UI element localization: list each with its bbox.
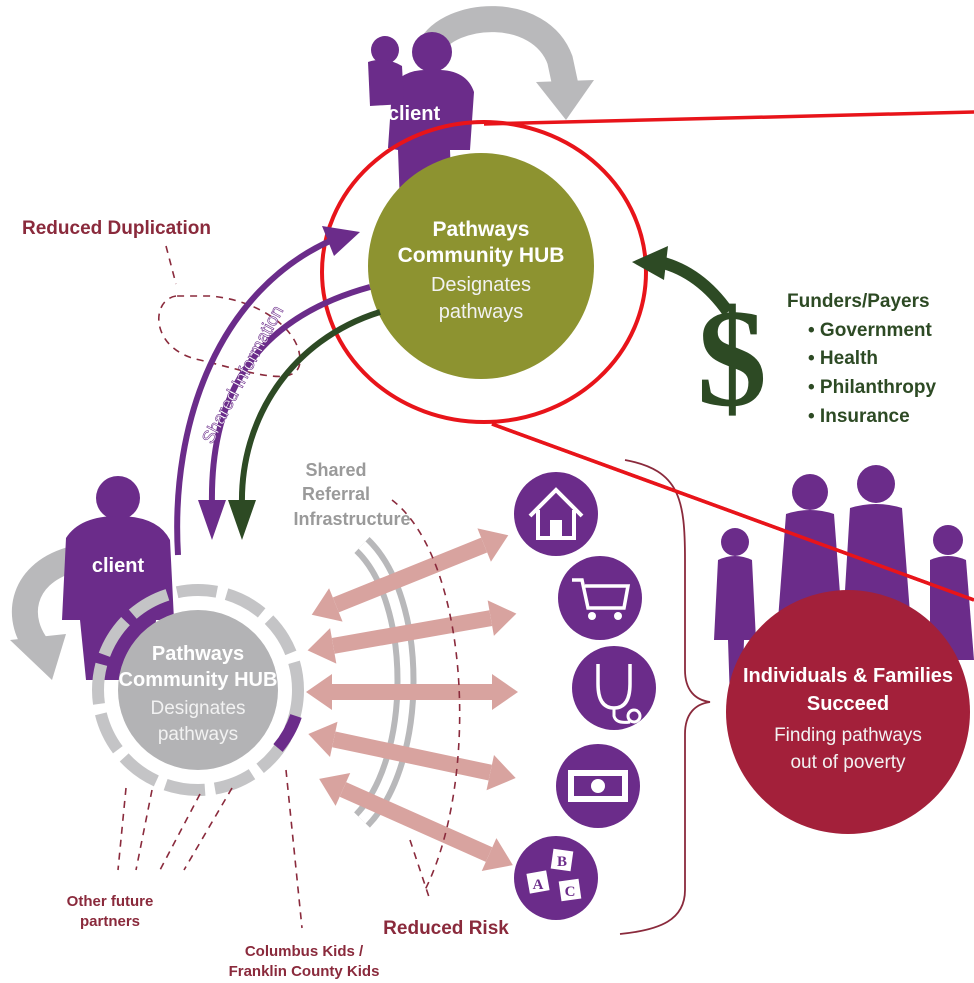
service-education: A B C <box>514 836 598 920</box>
bottom-loop-arrow <box>10 547 75 680</box>
service-house <box>514 472 598 556</box>
bottom-hub-sub-1: Designates <box>150 698 245 719</box>
partner-dashed-lines <box>117 769 431 929</box>
bottom-hub-title-2: Community HUB <box>119 669 278 691</box>
referral-arrows <box>306 528 518 871</box>
dollar-icon: $ <box>697 281 767 436</box>
top-hub-circle <box>368 153 594 379</box>
reduced-duplication-label: Reduced Duplication <box>22 218 211 239</box>
other-partners-label-1: Other future <box>67 893 154 910</box>
shared-referral-label-2: Referral <box>302 484 370 504</box>
callout-line-lower <box>491 422 974 602</box>
bottom-hub-circle <box>118 610 278 770</box>
services-brace <box>619 459 711 935</box>
bottom-hub-dashed-ring <box>92 584 304 796</box>
top-client-figure: client <box>368 32 474 205</box>
funders-item: • Health <box>808 348 878 369</box>
funders-item: • Insurance <box>808 406 910 427</box>
service-cart <box>558 556 642 640</box>
shared-information-label: Shared Information <box>198 302 288 447</box>
abc-blocks-icon <box>514 836 598 920</box>
other-partners-label-2: partners <box>80 913 140 930</box>
top-hub-title-2: Community HUB <box>398 244 565 267</box>
columbus-kids-label-2: Franklin County Kids <box>229 963 380 980</box>
outcome-circle <box>726 590 970 834</box>
funders-arrow <box>632 246 733 316</box>
funders-item: • Government <box>808 320 933 341</box>
top-hub-sub-2: pathways <box>439 301 524 323</box>
service-health <box>572 646 656 730</box>
bottom-client-label: client <box>92 555 145 577</box>
outcome-title-1: Individuals & Families <box>743 665 953 687</box>
bottom-hub: Pathways Community HUB Designates pathwa… <box>92 584 304 796</box>
shopping-cart-icon <box>558 556 642 640</box>
bottom-hub-title-1: Pathways <box>152 643 244 665</box>
top-client-label: client <box>388 103 441 125</box>
house-icon <box>514 472 598 556</box>
svg-text:A: A <box>533 877 544 893</box>
shared-referral-label-1: Shared <box>305 460 366 480</box>
outcome-circle-group: Individuals & Families Succeed Finding p… <box>726 590 970 834</box>
columbus-kids-label-1: Columbus Kids / <box>245 943 364 960</box>
funders-title: Funders/Payers <box>787 291 930 312</box>
service-money <box>556 744 640 828</box>
outcome-sub-2: out of poverty <box>790 752 906 773</box>
shared-referral-label-3: Infrastructure <box>293 509 410 529</box>
reduced-risk-dashed-arc <box>391 499 461 891</box>
top-hub-title-1: Pathways <box>433 218 530 241</box>
outcome-title-2: Succeed <box>807 693 889 715</box>
outcome-sub-1: Finding pathways <box>774 725 922 746</box>
top-hub-highlight-ring <box>320 120 648 424</box>
reduced-duplication-dashed-shape <box>157 245 301 378</box>
shared-information-arrows <box>174 226 381 556</box>
top-hub-sub-1: Designates <box>431 274 531 296</box>
top-hub: Pathways Community HUB Designates pathwa… <box>368 153 594 379</box>
funders-item: • Philanthropy <box>808 377 936 398</box>
reduced-risk-label: Reduced Risk <box>383 918 509 939</box>
svg-text:C: C <box>565 884 576 900</box>
bottom-hub-sub-2: pathways <box>158 724 238 745</box>
svg-text:B: B <box>557 854 567 870</box>
